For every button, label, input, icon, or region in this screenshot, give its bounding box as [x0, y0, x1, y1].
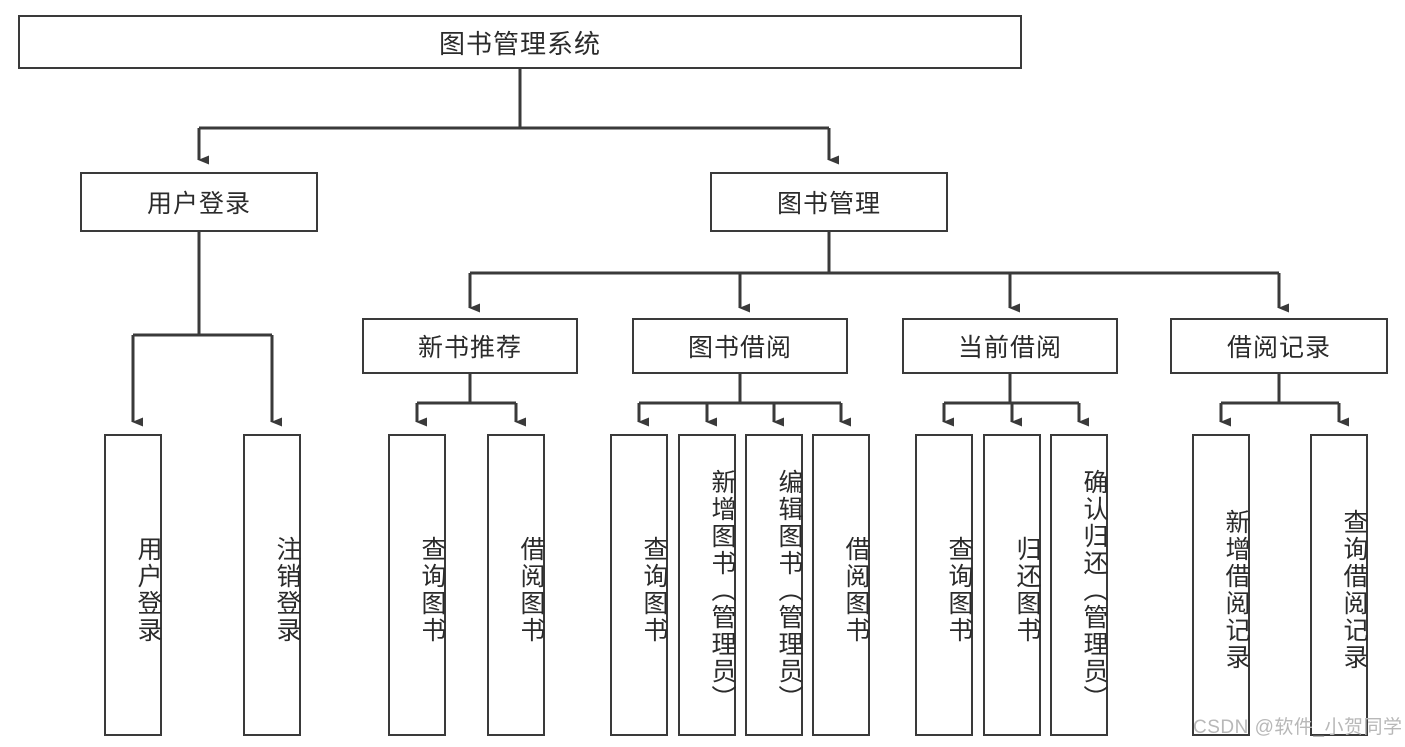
node-leaf-add-book-label: 新增图书（管理员）: [708, 468, 736, 712]
node-leaf-query-book-1-label: 查询图书: [418, 536, 446, 644]
node-user-login[interactable]: 用户登录: [80, 172, 318, 232]
node-current-borrow-label: 当前借阅: [957, 334, 1062, 362]
node-new-book-recommend[interactable]: 新书推荐: [362, 318, 578, 374]
node-leaf-confirm-return[interactable]: 确认归还（管理员）: [1050, 434, 1108, 736]
node-leaf-edit-book-label: 编辑图书（管理员）: [775, 468, 803, 712]
node-leaf-return-book-label: 归还图书: [1013, 536, 1041, 644]
node-leaf-confirm-return-label: 确认归还（管理员）: [1080, 468, 1108, 712]
node-book-borrow-label: 图书借阅: [687, 334, 792, 362]
node-leaf-query-book-3[interactable]: 查询图书: [915, 434, 973, 736]
node-borrow-record[interactable]: 借阅记录: [1170, 318, 1388, 374]
node-leaf-user-login-label: 用户登录: [134, 536, 162, 644]
node-root-label: 图书管理系统: [438, 28, 601, 59]
node-root[interactable]: 图书管理系统: [18, 15, 1022, 69]
node-borrow-record-label: 借阅记录: [1226, 334, 1331, 362]
node-user-login-label: 用户登录: [146, 190, 251, 218]
node-book-manage[interactable]: 图书管理: [710, 172, 948, 232]
node-leaf-borrow-book-1[interactable]: 借阅图书: [487, 434, 545, 736]
node-leaf-query-record[interactable]: 查询借阅记录: [1310, 434, 1368, 736]
node-leaf-query-book-3-label: 查询图书: [945, 536, 973, 644]
node-new-book-recommend-label: 新书推荐: [417, 334, 522, 362]
node-leaf-add-record[interactable]: 新增借阅记录: [1192, 434, 1250, 736]
node-leaf-borrow-book-2-label: 借阅图书: [842, 536, 870, 644]
node-leaf-add-record-label: 新增借阅记录: [1222, 509, 1250, 671]
node-book-manage-label: 图书管理: [776, 190, 881, 218]
node-leaf-edit-book[interactable]: 编辑图书（管理员）: [745, 434, 803, 736]
node-leaf-query-record-label: 查询借阅记录: [1340, 509, 1368, 671]
node-leaf-return-book[interactable]: 归还图书: [983, 434, 1041, 736]
node-leaf-borrow-book-2[interactable]: 借阅图书: [812, 434, 870, 736]
node-leaf-user-logout[interactable]: 注销登录: [243, 434, 301, 736]
node-leaf-query-book-1[interactable]: 查询图书: [388, 434, 446, 736]
node-leaf-query-book-2-label: 查询图书: [640, 536, 668, 644]
node-leaf-borrow-book-1-label: 借阅图书: [517, 536, 545, 644]
node-leaf-user-login[interactable]: 用户登录: [104, 434, 162, 736]
node-leaf-query-book-2[interactable]: 查询图书: [610, 434, 668, 736]
node-book-borrow[interactable]: 图书借阅: [632, 318, 848, 374]
node-current-borrow[interactable]: 当前借阅: [902, 318, 1118, 374]
csdn-watermark: CSDN @软件_小贺同学: [1193, 717, 1403, 738]
node-leaf-add-book[interactable]: 新增图书（管理员）: [678, 434, 736, 736]
node-leaf-user-logout-label: 注销登录: [273, 536, 301, 644]
